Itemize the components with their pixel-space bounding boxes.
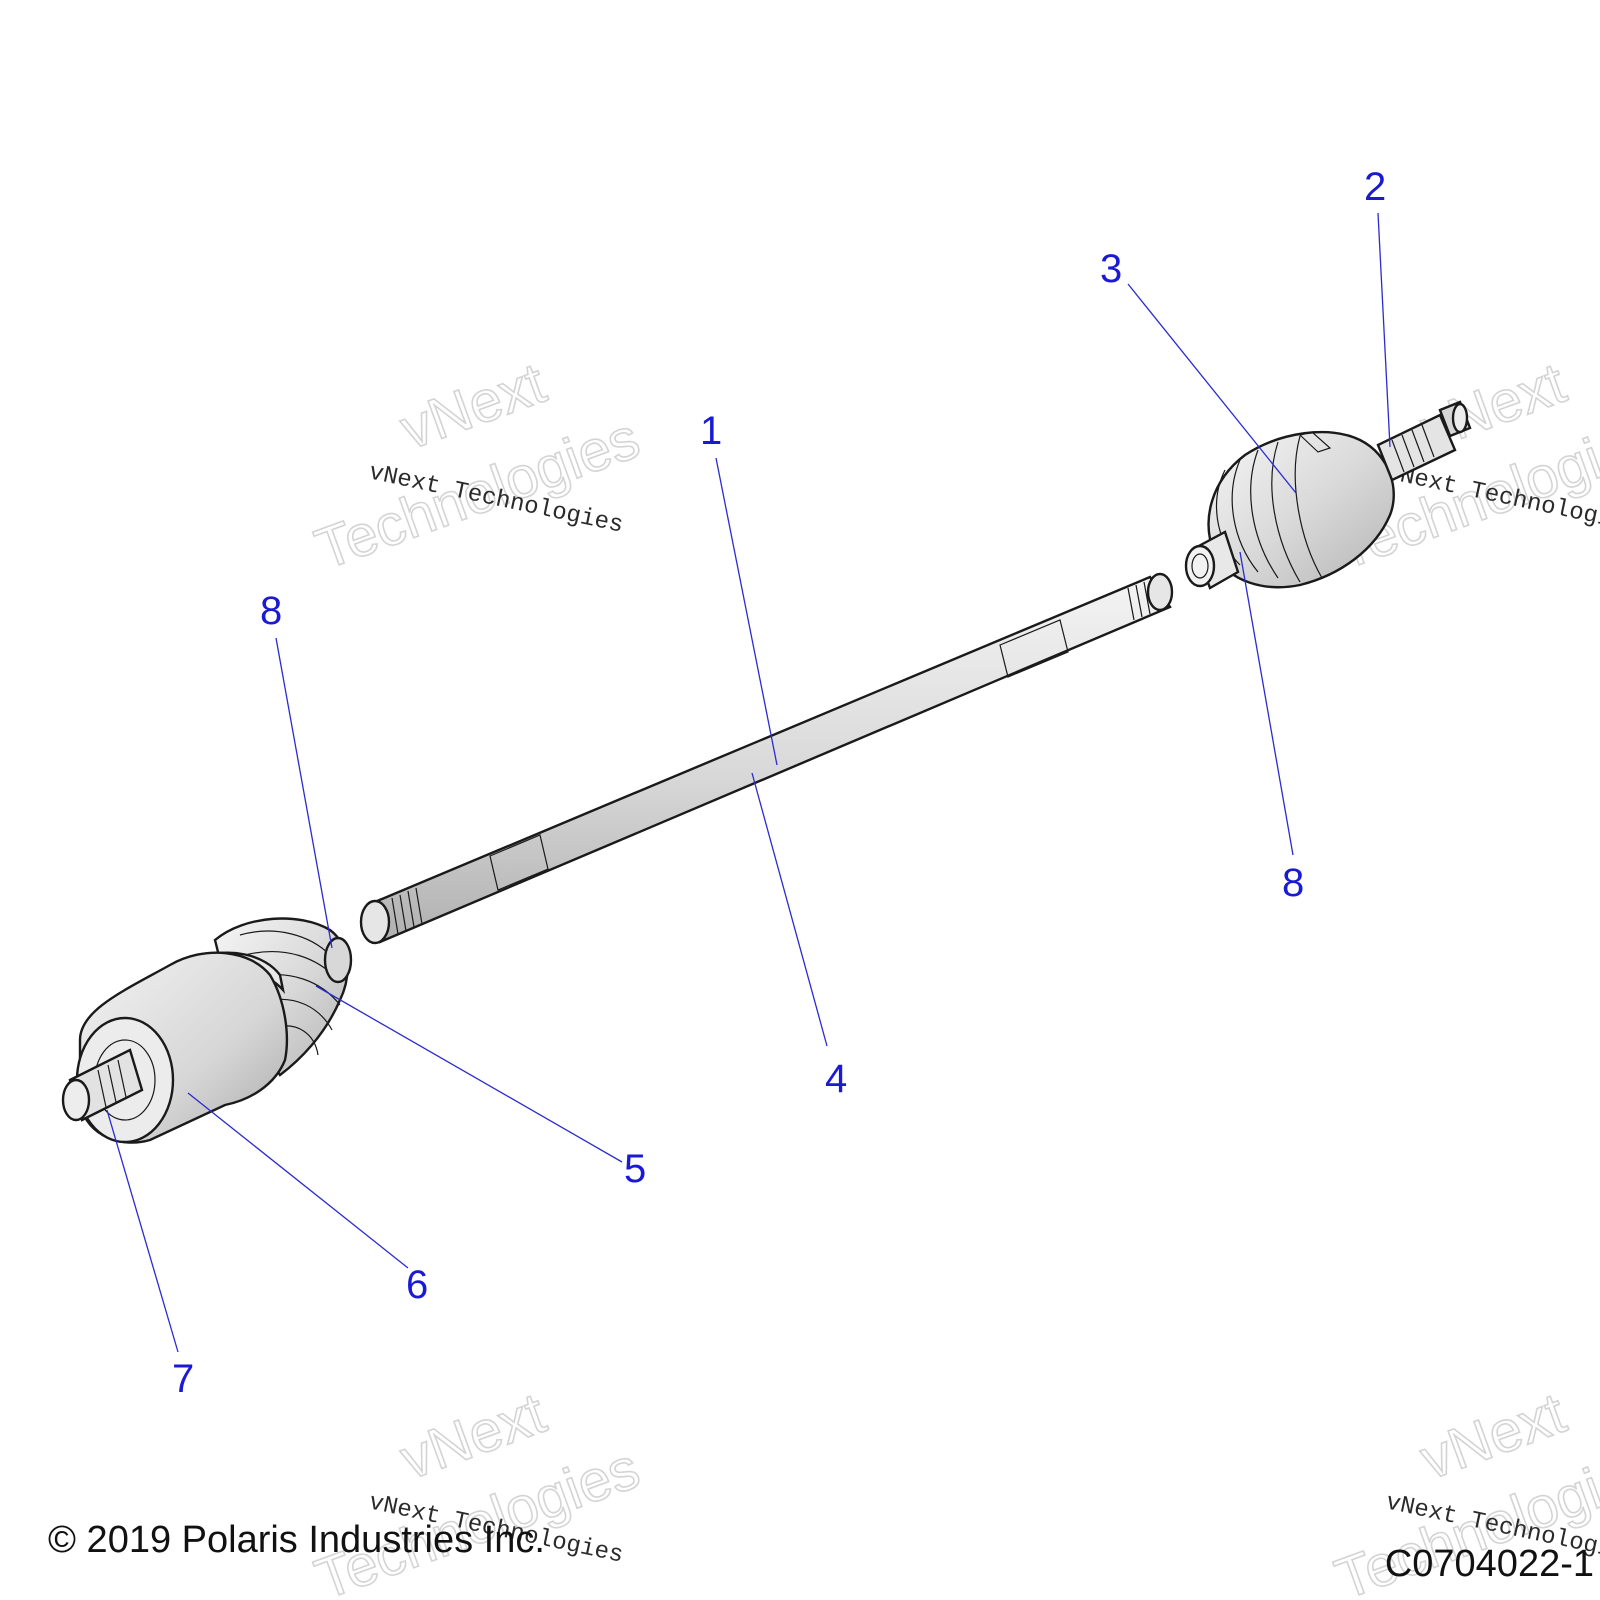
callout-7: 7: [172, 1357, 194, 1401]
watermark-bottom-left: vNext Technologies vNext Technologies: [306, 1380, 648, 1600]
leader-8b: [1239, 551, 1294, 856]
callout-2: 2: [1364, 165, 1386, 209]
leader-1: [715, 457, 778, 766]
callouts: 1 2 3 4 5 6 7 8 8: [172, 165, 1386, 1401]
callout-5: 5: [624, 1147, 646, 1191]
copyright-text: © 2019 Polaris Industries Inc.: [48, 1519, 545, 1561]
leader-7: [106, 1109, 179, 1353]
leader-3: [1127, 283, 1297, 494]
leader-6: [187, 1092, 409, 1269]
callout-8-right: 8: [1282, 861, 1304, 905]
callout-1: 1: [700, 409, 722, 453]
callout-6: 6: [406, 1263, 428, 1307]
axle-shaft: [359, 572, 1174, 945]
callout-3: 3: [1100, 247, 1122, 291]
figure-code: C0704022-1: [1385, 1543, 1594, 1585]
leader-5: [315, 985, 623, 1163]
outboard-joint-assembly: [1184, 400, 1472, 590]
leader-8a: [275, 637, 333, 949]
leader-lines: [106, 212, 1391, 1353]
callout-4: 4: [825, 1057, 847, 1101]
watermark-top-left: vNext Technologies vNext Technologies: [306, 350, 648, 583]
leader-2: [1377, 212, 1391, 448]
callout-8-left: 8: [260, 589, 282, 633]
inboard-joint-assembly: [61, 917, 353, 1144]
leader-4: [751, 772, 828, 1047]
